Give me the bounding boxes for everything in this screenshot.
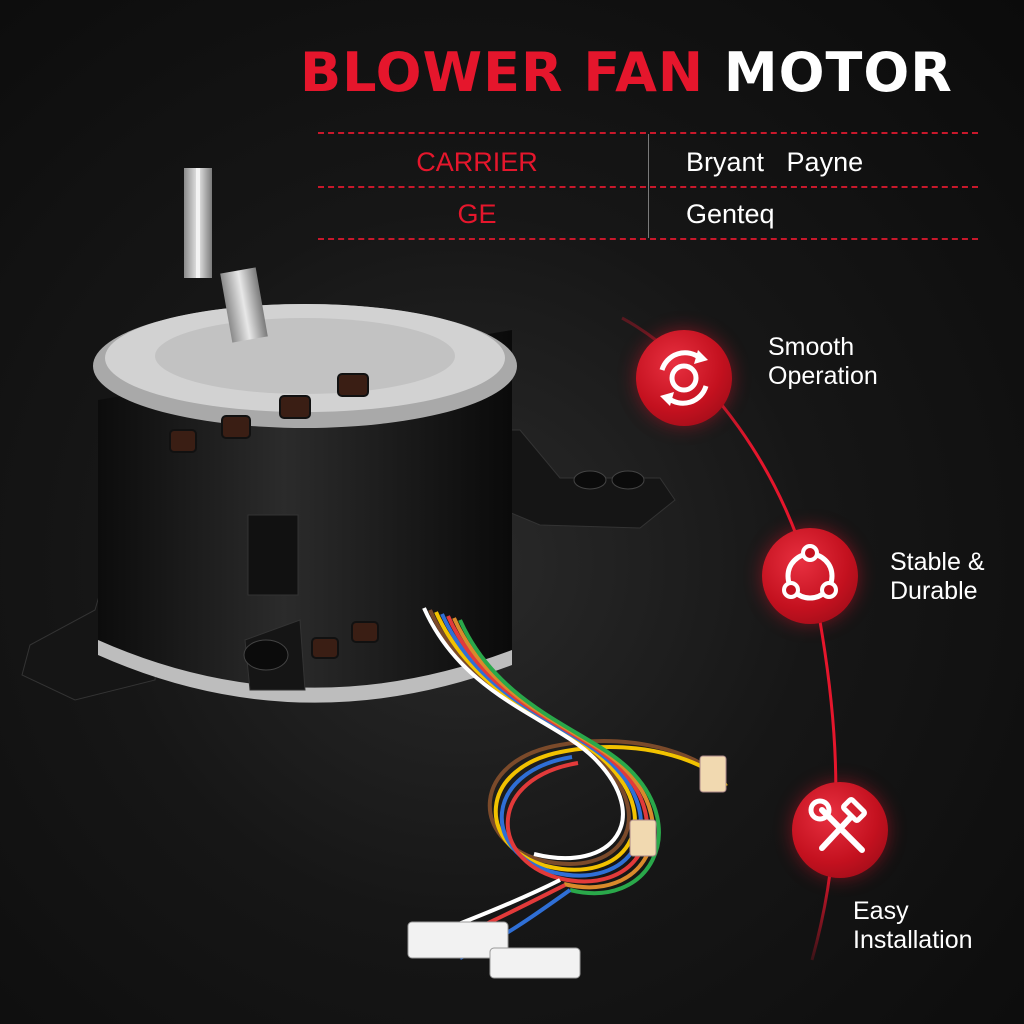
- feature-label-stable-durable: Stable & Durable: [890, 548, 985, 605]
- page-title: BLOWER FAN MOTOR: [300, 38, 1000, 108]
- tools-icon: [792, 782, 888, 878]
- compatible-brands: Genteq: [686, 199, 775, 229]
- table-row: GE Genteq: [318, 188, 978, 240]
- table-divider: [318, 238, 978, 240]
- table-divider: [318, 132, 978, 134]
- feature-label-easy-installation: Easy Installation: [853, 897, 973, 954]
- title-red-part: BLOWER FAN: [300, 41, 705, 104]
- compatible-brands: Bryant Payne: [686, 147, 864, 177]
- brand-name: GE: [457, 199, 497, 229]
- brand-table: CARRIER Bryant Payne GE Genteq: [318, 130, 978, 242]
- feature-label-smooth-operation: Smooth Operation: [768, 333, 878, 390]
- title-white-part: MOTOR: [723, 41, 953, 104]
- rotation-icon: [636, 330, 732, 426]
- table-column-separator: [648, 134, 649, 238]
- brand-name: CARRIER: [416, 147, 538, 177]
- triangle-nodes-icon: [762, 528, 858, 624]
- table-row: CARRIER Bryant Payne: [318, 136, 978, 188]
